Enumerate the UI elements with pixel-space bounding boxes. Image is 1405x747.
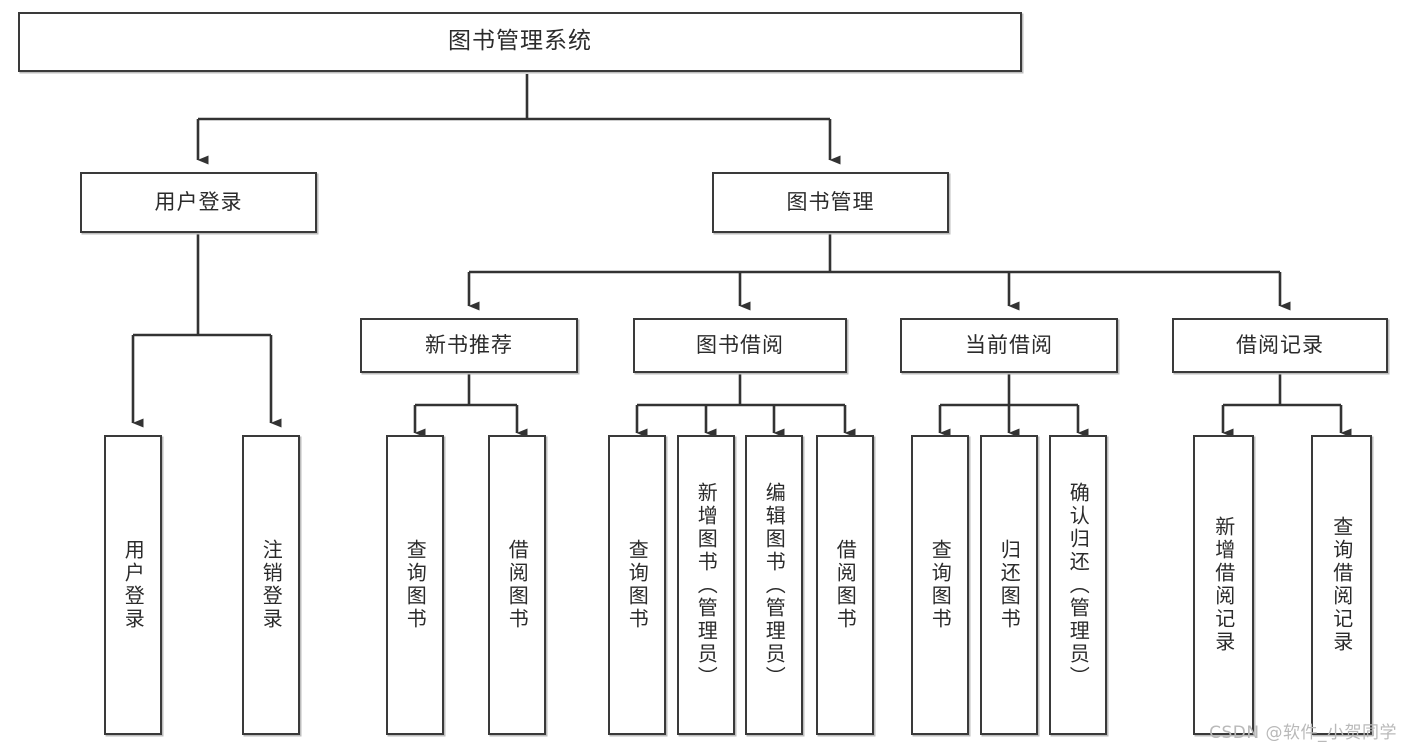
leaf-user-login-login[interactable]: 用户登录 — [104, 435, 162, 735]
node-label: 新增图书（管理员） — [694, 481, 719, 689]
node-label: 用户登录 — [121, 539, 146, 631]
node-new-book-recommend[interactable]: 新书推荐 — [360, 318, 578, 373]
leaf-new-book-borrow[interactable]: 借阅图书 — [488, 435, 546, 735]
node-label: 查询图书 — [928, 539, 953, 631]
node-label: 借阅记录 — [1236, 332, 1324, 357]
leaf-book-borrow-query[interactable]: 查询图书 — [608, 435, 666, 735]
leaf-borrow-record-query[interactable]: 查询借阅记录 — [1311, 435, 1372, 735]
node-label: 查询借阅记录 — [1329, 516, 1354, 654]
leaf-current-borrow-query[interactable]: 查询图书 — [911, 435, 969, 735]
node-label: 用户登录 — [154, 189, 243, 214]
leaf-borrow-record-add[interactable]: 新增借阅记录 — [1193, 435, 1254, 735]
node-user-login[interactable]: 用户登录 — [80, 172, 317, 233]
node-book-management[interactable]: 图书管理 — [712, 172, 949, 233]
node-label: 图书管理系统 — [448, 28, 592, 55]
node-label: 确认归还（管理员） — [1066, 481, 1091, 689]
leaf-current-borrow-return[interactable]: 归还图书 — [980, 435, 1038, 735]
csdn-watermark: CSDN @软件_小贺同学 — [1209, 723, 1397, 743]
node-label: 借阅图书 — [833, 539, 858, 631]
node-label: 注销登录 — [259, 539, 284, 631]
node-label: 查询图书 — [625, 539, 650, 631]
node-label: 当前借阅 — [965, 332, 1053, 357]
node-label: 图书管理 — [786, 189, 875, 214]
leaf-current-borrow-confirm-return[interactable]: 确认归还（管理员） — [1049, 435, 1107, 735]
leaf-new-book-query[interactable]: 查询图书 — [386, 435, 444, 735]
node-label: 借阅图书 — [505, 539, 530, 631]
node-book-borrow[interactable]: 图书借阅 — [633, 318, 847, 373]
node-label: 新增借阅记录 — [1211, 516, 1236, 654]
node-label: 编辑图书（管理员） — [762, 481, 787, 689]
leaf-book-borrow-borrow[interactable]: 借阅图书 — [816, 435, 874, 735]
leaf-book-borrow-edit[interactable]: 编辑图书（管理员） — [745, 435, 803, 735]
node-label: 查询图书 — [403, 539, 428, 631]
leaf-user-login-logout[interactable]: 注销登录 — [242, 435, 300, 735]
node-label: 归还图书 — [997, 539, 1022, 631]
node-root-system[interactable]: 图书管理系统 — [18, 12, 1022, 72]
node-label: 新书推荐 — [425, 332, 513, 357]
node-borrow-record[interactable]: 借阅记录 — [1172, 318, 1388, 373]
node-current-borrow[interactable]: 当前借阅 — [900, 318, 1118, 373]
node-label: 图书借阅 — [696, 332, 784, 357]
leaf-book-borrow-add[interactable]: 新增图书（管理员） — [677, 435, 735, 735]
